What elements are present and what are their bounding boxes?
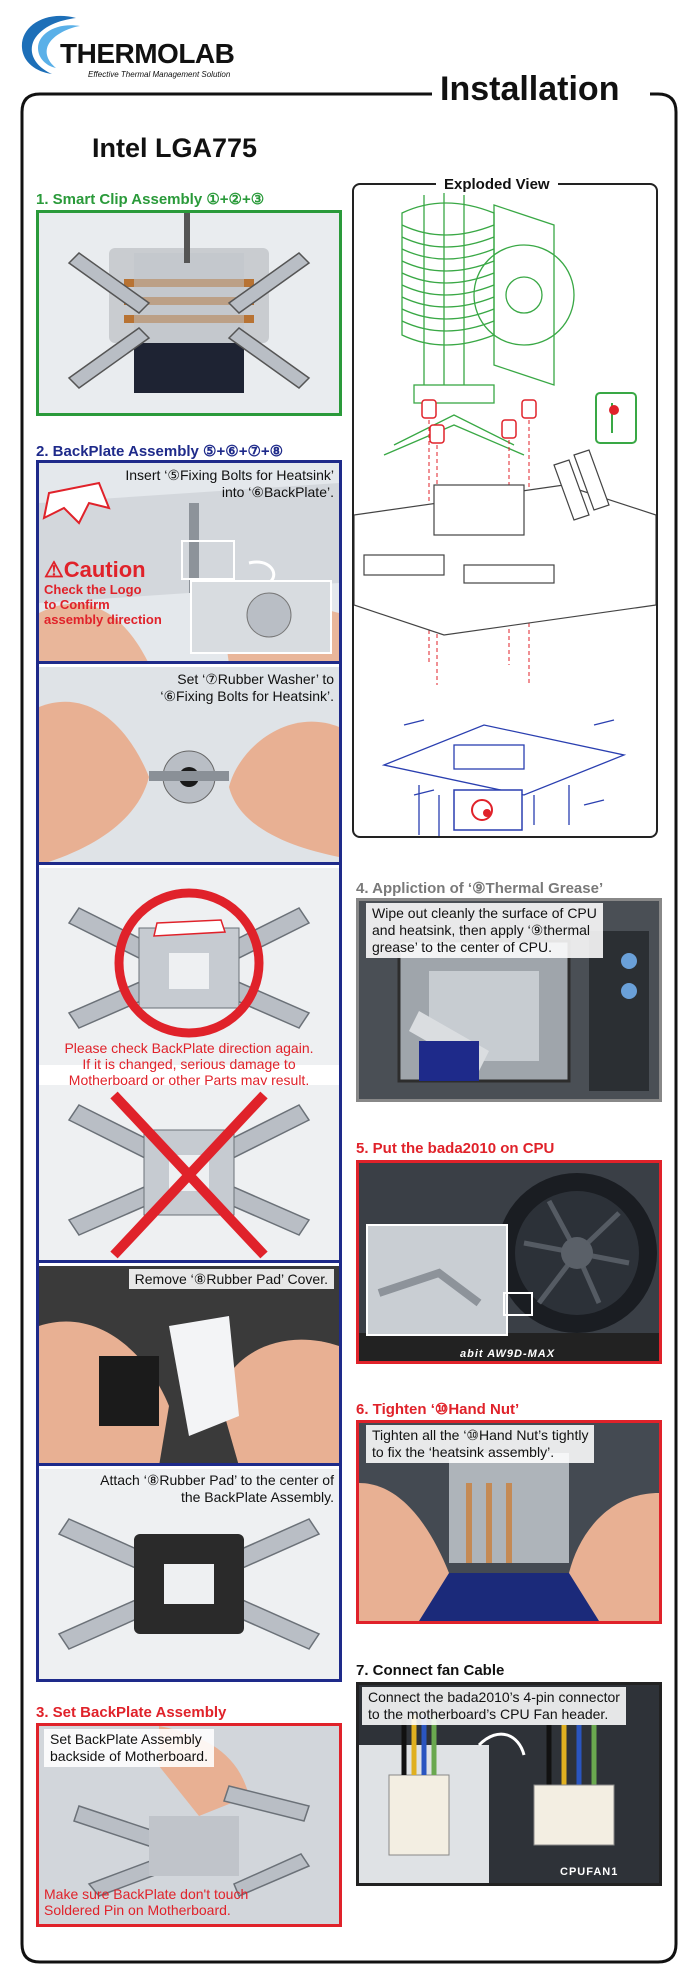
step2-panel [36, 460, 342, 1682]
logo-swoosh-icon [21, 15, 80, 74]
caution-title: ⚠Caution [44, 557, 146, 582]
step7-caption: Connect the bada2010’s 4-pin connector t… [362, 1687, 626, 1725]
page-frame [20, 92, 678, 1964]
step1-smart-clip-photo [36, 210, 342, 416]
step3-heading: 3. Set BackPlate Assembly [36, 1704, 227, 1721]
step6-caption: Tighten all the ‘⑩Hand Nut’s tightly to … [366, 1425, 595, 1463]
step4-caption: Wipe out cleanly the surface of CPU and … [366, 903, 603, 958]
step2-photo-insert-bolts [39, 463, 339, 664]
step2-p1-caption: Insert ‘⑤Fixing Bolts for Heatsink’ into… [125, 467, 334, 500]
step2-p3-warning: Please check BackPlate direction again. … [64, 1040, 314, 1088]
step2-p6-caption: Attach ‘⑧Rubber Pad’ to the center of th… [100, 1472, 334, 1505]
caution-text: Check the Logo to Confirm assembly direc… [44, 582, 162, 627]
exploded-view-title: Exploded View [436, 176, 558, 193]
step2-photo-remove-cover [39, 1266, 339, 1466]
step7-board-label: CPUFAN1 [560, 1866, 619, 1878]
step5-board-label: abit AW9D-MAX [460, 1348, 556, 1360]
step7-heading: 7. Connect fan Cable [356, 1662, 505, 1679]
brand-tagline: Effective Thermal Management Solution [88, 70, 231, 79]
step2-photo-backplate-correct [39, 868, 339, 1065]
step3-caption: Set BackPlate Assembly backside of Mothe… [44, 1729, 214, 1767]
step1-heading: 1. Smart Clip Assembly ①+②+③ [36, 191, 265, 208]
step3-warning: Make sure BackPlate don't touch Soldered… [44, 1886, 249, 1918]
step2-photo-attach-pad [39, 1469, 339, 1679]
step6-heading: 6. Tighten ‘⑩Hand Nut’ [356, 1401, 520, 1418]
step2-heading: 2. BackPlate Assembly ⑤+⑥+⑦+⑧ [36, 443, 284, 460]
step2-p2-caption: Set ‘⑦Rubber Washer’ to ‘⑥Fixing Bolts f… [160, 671, 334, 704]
step2-photo-rubber-washer [39, 667, 339, 865]
thermolab-logo: THERMOLAB Effective Thermal Management S… [16, 12, 236, 82]
brand-name: THERMOLAB [60, 38, 235, 69]
main-heading: Intel LGA775 [92, 133, 258, 163]
step5-heading: 5. Put the bada2010 on CPU [356, 1140, 555, 1157]
step2-p5-caption: Remove ‘⑧Rubber Pad’ Cover. [60, 1269, 334, 1289]
step2-photo-backplate-wrong [39, 1085, 339, 1263]
step4-heading: 4. Appliction of ‘⑨Thermal Grease’ [356, 880, 604, 897]
step5-photo-put-cooler [356, 1160, 662, 1364]
exploded-view-panel [352, 183, 658, 845]
page-title: Installation [440, 70, 620, 108]
